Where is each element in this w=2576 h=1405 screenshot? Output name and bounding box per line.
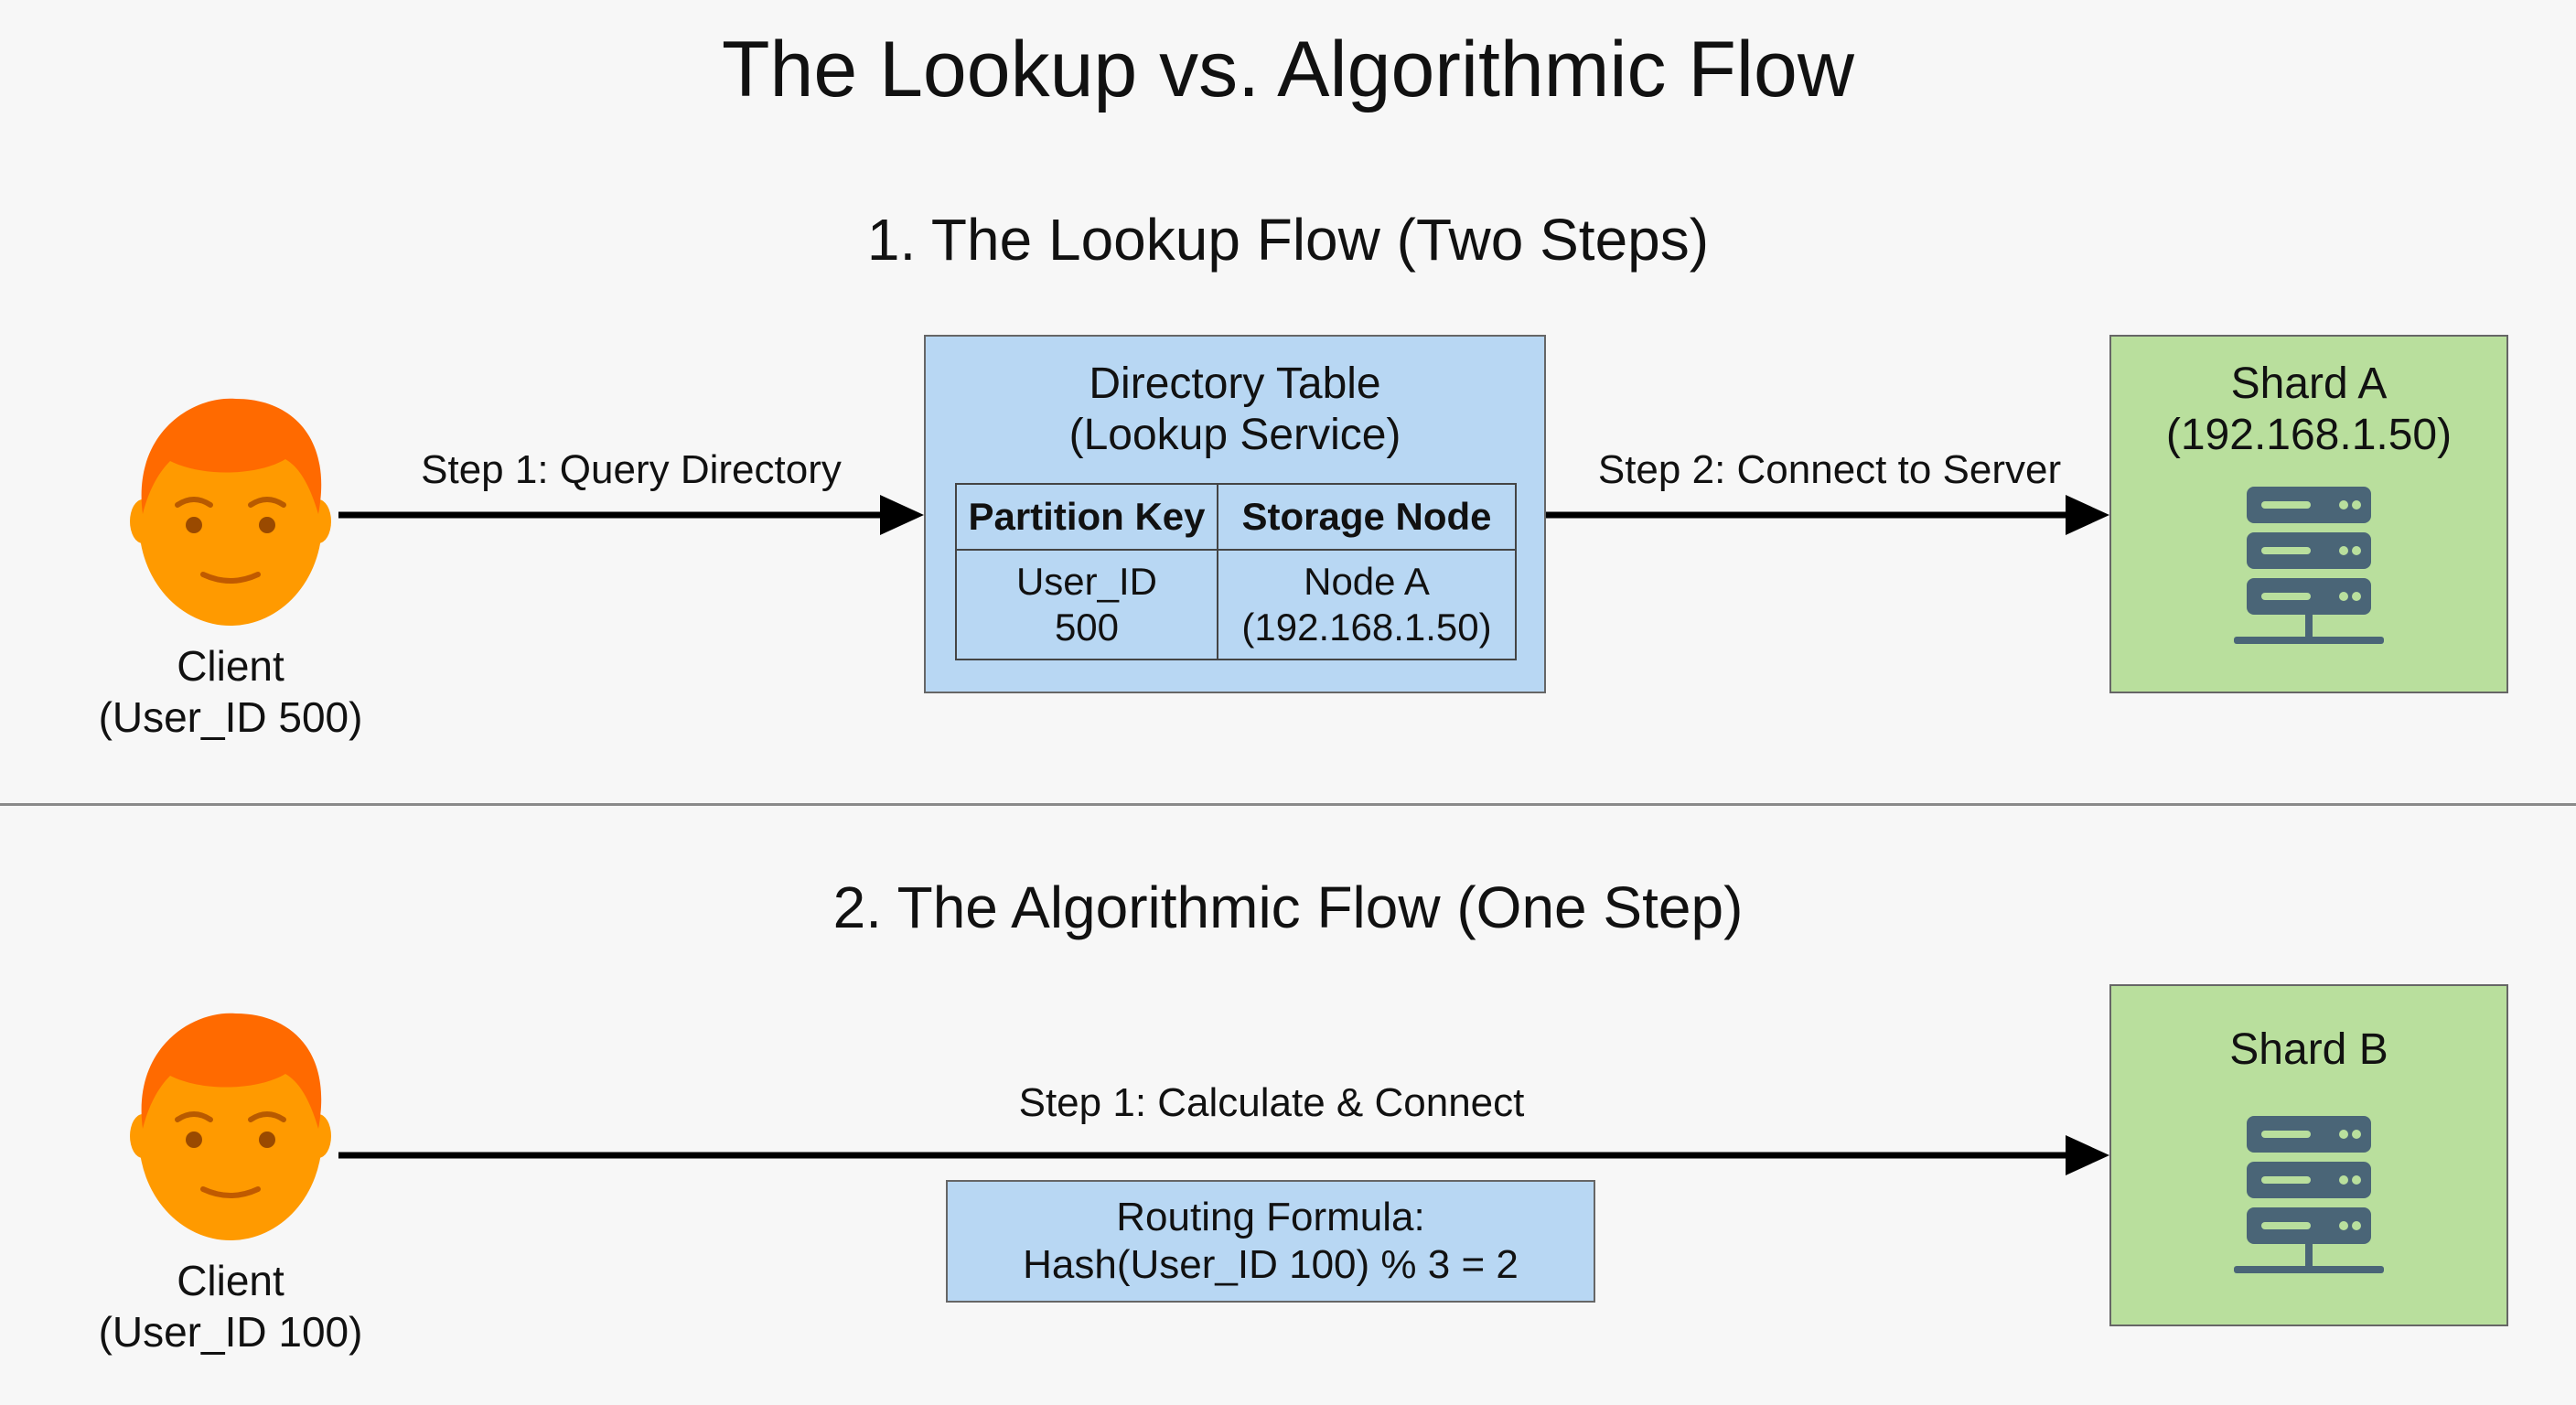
routing-formula-expression: Hash(User_ID 100) % 3 = 2: [1023, 1242, 1519, 1287]
directory-table-box: Directory Table (Lookup Service) Partiti…: [924, 335, 1546, 693]
table-header-storage-node: Storage Node: [1217, 483, 1517, 551]
client-id-label: (User_ID 100): [98, 1308, 363, 1356]
shard-a-address: (192.168.1.50): [2165, 411, 2453, 459]
client-face-icon: [130, 395, 331, 633]
shard-a-box: Shard A (192.168.1.50): [2109, 335, 2508, 693]
routing-formula-title: Routing Formula:: [1116, 1195, 1425, 1239]
lookup-section-title: 1. The Lookup Flow (Two Steps): [866, 207, 1710, 273]
table-row: User_ID 500 Node A (192.168.1.50): [955, 549, 1517, 660]
client-id-label: (User_ID 500): [98, 693, 363, 741]
page-title: The Lookup vs. Algorithmic Flow: [722, 26, 1854, 113]
table-header-partition-key: Partition Key: [955, 483, 1218, 551]
client-label: Client: [177, 642, 284, 690]
directory-table: Partition Key Storage Node User_ID 500 N…: [955, 483, 1517, 660]
directory-title: Directory Table: [1089, 359, 1381, 408]
step1-calculate-label: Step 1: Calculate & Connect: [1018, 1080, 1525, 1125]
arrow-step2-lookup-icon: [1546, 495, 2109, 535]
algorithmic-section-title: 2. The Algorithmic Flow (One Step): [832, 874, 1744, 940]
arrow-step1-algorithmic-icon: [338, 1135, 2109, 1175]
routing-formula-box: Routing Formula: Hash(User_ID 100) % 3 =…: [946, 1180, 1595, 1303]
shard-a-name: Shard A: [2230, 359, 2388, 408]
server-icon: [2227, 487, 2391, 660]
server-icon: [2227, 1116, 2391, 1290]
table-cell-partition-key: User_ID 500: [955, 549, 1218, 660]
client-face-icon: [130, 1010, 331, 1248]
arrow-step1-lookup-icon: [338, 495, 924, 535]
shard-b-name: Shard B: [2229, 1025, 2388, 1074]
step2-connect-label: Step 2: Connect to Server: [1597, 447, 2062, 492]
section-divider: [0, 803, 2576, 806]
directory-subtitle: (Lookup Service): [1068, 411, 1401, 459]
table-cell-storage-node: Node A (192.168.1.50): [1217, 549, 1517, 660]
step1-query-label: Step 1: Query Directory: [421, 447, 842, 492]
shard-b-box: Shard B: [2109, 984, 2508, 1326]
client-label: Client: [177, 1257, 284, 1304]
